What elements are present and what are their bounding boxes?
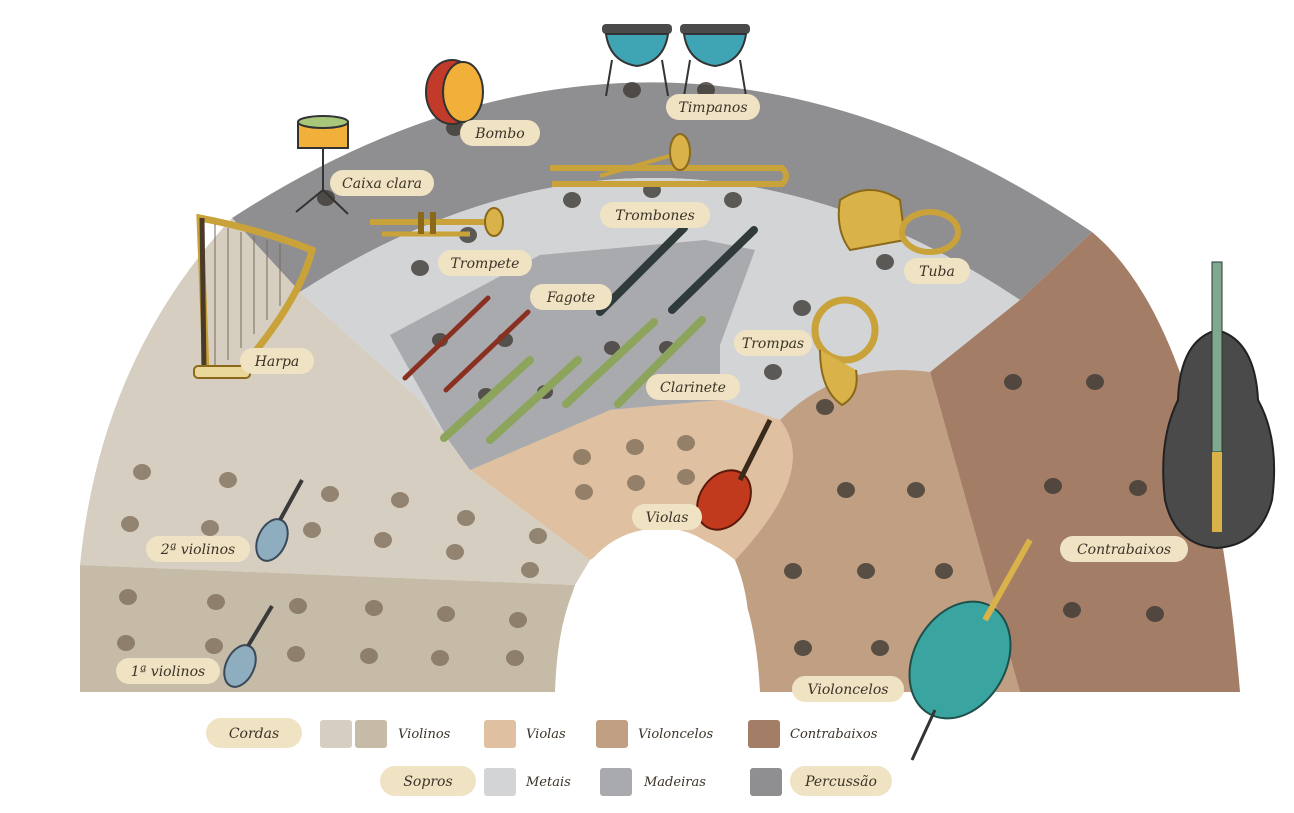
legend-swatch-madeiras <box>600 768 632 796</box>
legend-violas: Violas <box>526 727 566 742</box>
legend-swatch-violinos-1 <box>355 720 387 748</box>
label-tuba: Tuba <box>904 258 970 284</box>
svg-text:Timpanos: Timpanos <box>678 100 747 116</box>
label-trombones: Trombones <box>600 202 710 228</box>
seats-violas <box>573 435 695 500</box>
svg-text:Violas: Violas <box>646 510 689 526</box>
label-timpanos: Timpanos <box>666 94 760 120</box>
seats-violins-2 <box>121 464 547 578</box>
svg-text:Fagote: Fagote <box>546 290 595 306</box>
label-trompete: Trompete <box>438 250 532 276</box>
clarinet-icon <box>440 316 706 444</box>
seats-basses <box>1004 374 1164 622</box>
label-bombo: Bombo <box>460 120 540 146</box>
legend-contrabaixos: Contrabaixos <box>790 727 878 742</box>
legend-metais: Metais <box>525 775 571 790</box>
violin-2-icon <box>255 479 304 562</box>
legend-swatch-contrabaixos <box>748 720 780 748</box>
svg-text:Clarinete: Clarinete <box>660 380 726 396</box>
svg-text:Trompas: Trompas <box>742 336 804 352</box>
legend-swatch-violas <box>484 720 516 748</box>
svg-text:Tuba: Tuba <box>919 264 955 280</box>
svg-text:Cordas: Cordas <box>229 726 279 742</box>
oboe-icon <box>402 295 531 393</box>
svg-text:Violoncelos: Violoncelos <box>808 682 889 698</box>
legend-swatch-metais <box>484 768 516 796</box>
label-contrabaixos: Contrabaixos <box>1060 536 1188 562</box>
timpani-icon <box>602 24 750 97</box>
violin-1-icon <box>223 604 274 688</box>
trombone-icon <box>550 133 789 187</box>
cello-icon <box>908 538 1033 761</box>
label-violas: Violas <box>632 504 702 530</box>
label-violinos-1: 1ª violinos <box>116 658 220 684</box>
svg-text:Sopros: Sopros <box>403 774 452 790</box>
trumpet-icon <box>370 207 504 237</box>
label-violinos-2: 2ª violinos <box>146 536 250 562</box>
legend: Cordas Violinos Violas Violoncelos Contr… <box>206 718 892 796</box>
percussion-band <box>232 82 1092 300</box>
double-bass-icon <box>1162 261 1276 550</box>
svg-text:1ª violinos: 1ª violinos <box>131 664 205 680</box>
conductor-space <box>555 528 760 692</box>
label-fagote: Fagote <box>530 284 612 310</box>
svg-text:Harpa: Harpa <box>254 354 300 370</box>
seats-cellos <box>784 482 953 656</box>
label-violoncelos: Violoncelos <box>792 676 904 702</box>
legend-swatch-percussao <box>750 768 782 796</box>
svg-text:Trompete: Trompete <box>451 256 520 272</box>
svg-text:Bombo: Bombo <box>474 126 524 142</box>
legend-violinos: Violinos <box>398 727 451 742</box>
woodwinds-section <box>390 240 755 470</box>
legend-percussao-pill: Percussão <box>790 766 892 796</box>
bassoon-icon <box>596 224 758 316</box>
label-clarinete: Clarinete <box>646 374 740 400</box>
legend-swatch-violoncelos <box>596 720 628 748</box>
label-caixa-clara: Caixa clara <box>330 170 434 196</box>
seats-violins-1 <box>117 589 527 666</box>
viola-icon <box>696 418 773 531</box>
legend-madeiras: Madeiras <box>643 775 706 790</box>
label-harpa: Harpa <box>240 348 314 374</box>
tuba-icon <box>837 189 961 255</box>
label-trompas: Trompas <box>734 330 812 356</box>
svg-text:Percussão: Percussão <box>804 774 877 790</box>
french-horn-icon <box>811 296 879 407</box>
svg-text:Caixa clara: Caixa clara <box>342 176 422 192</box>
legend-sopros-pill: Sopros <box>380 766 476 796</box>
legend-swatch-violinos-2 <box>320 720 352 748</box>
legend-cordas-pill: Cordas <box>206 718 302 748</box>
svg-text:Contrabaixos: Contrabaixos <box>1077 542 1171 558</box>
legend-violoncelos: Violoncelos <box>638 727 713 742</box>
snare-drum-icon <box>295 115 349 215</box>
svg-text:2ª violinos: 2ª violinos <box>160 542 235 558</box>
violins-2-section <box>80 218 590 585</box>
bass-drum-icon <box>425 59 484 125</box>
svg-text:Trombones: Trombones <box>615 208 695 224</box>
